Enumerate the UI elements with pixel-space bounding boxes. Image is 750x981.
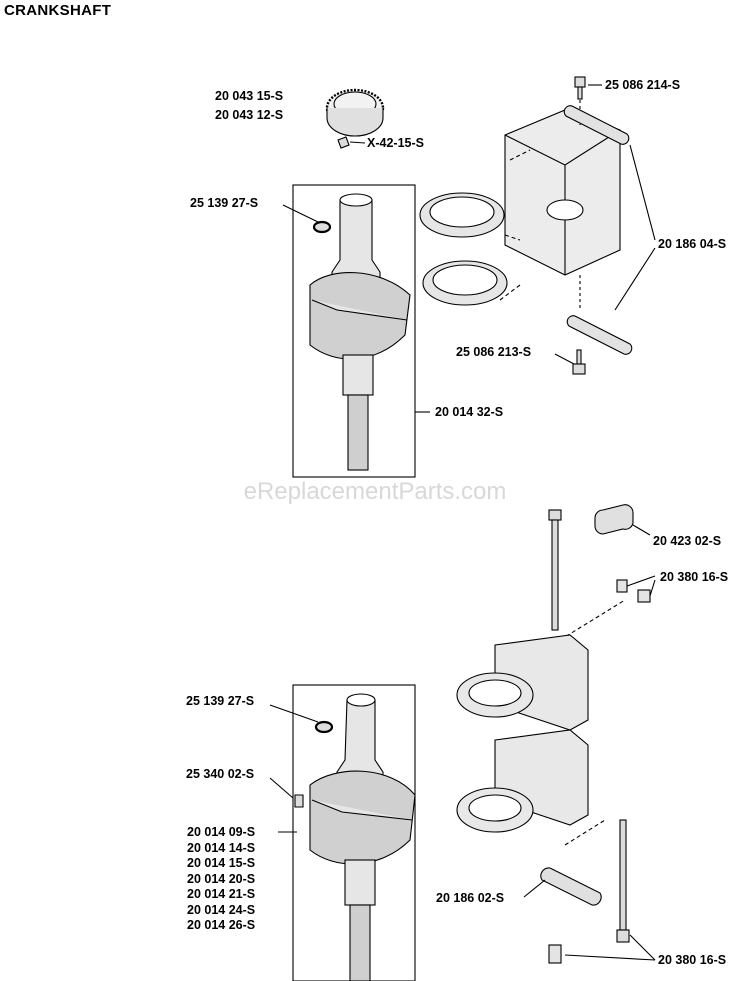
screw-top-shape [574,76,586,100]
seal-top [312,220,332,234]
label-gear-a: 20 043 15-S [215,89,284,103]
label-link-bottom: 20 186 02-S [436,891,505,905]
crankshaft-bottom-shape [309,693,416,981]
bearing-bottom-shape [456,634,589,833]
page-title: CRANKSHAFT [4,2,112,19]
crankshaft-bottom-box [292,684,416,981]
key-bottom-shape [294,794,304,808]
label-crank-top: 20 014 32-S [435,405,504,419]
crank-bottom-part: 20 014 14-S [187,840,256,855]
screw-mid-shape [572,349,586,375]
crankshaft-top-box [292,184,416,478]
label-crank-bottom-list: 20 014 09-S 20 014 14-S 20 014 15-S 20 0… [187,825,255,934]
link-bottom-shape [540,867,602,906]
key-top-shape [337,136,350,149]
crank-bottom-part: 20 014 15-S [187,856,256,870]
label-weight: 20 423 02-S [653,534,722,548]
long-bolt-top [548,509,562,631]
watermark: eReplacementParts.com [243,478,507,505]
rings-top [419,192,508,306]
label-link-top: 20 186 04-S [658,237,727,251]
label-screw-top: 25 086 214-S [605,78,681,92]
link-top-shape [563,105,633,355]
label-key-top: X-42-15-S [367,136,424,150]
label-screw-mid: 25 086 213-S [456,345,532,359]
crank-bottom-part: 20 014 09-S [187,825,256,839]
label-seal-top: 25 139 27-S [190,196,259,210]
label-seal-bottom: 25 139 27-S [186,694,255,708]
weight-shape [594,504,634,535]
long-bolt-bottom [616,819,630,943]
label-dowel-mid: 20 380 16-S [660,570,729,584]
crank-bottom-part: 20 014 21-S [187,887,256,901]
label-gear-b: 20 043 12-S [215,108,284,122]
crank-bottom-part: 20 014 20-S [187,871,256,886]
crank-bottom-part: 20 014 26-S [187,918,256,932]
crank-bottom-part: 20 014 24-S [187,902,256,917]
dowel-bottom-shape [548,944,562,964]
crankshaft-top-shape [309,193,411,471]
label-key-bottom: 25 340 02-S [186,767,255,781]
gear-top [325,88,385,137]
label-dowel-bottom: 20 380 16-S [658,953,727,967]
seal-bottom [314,720,334,734]
